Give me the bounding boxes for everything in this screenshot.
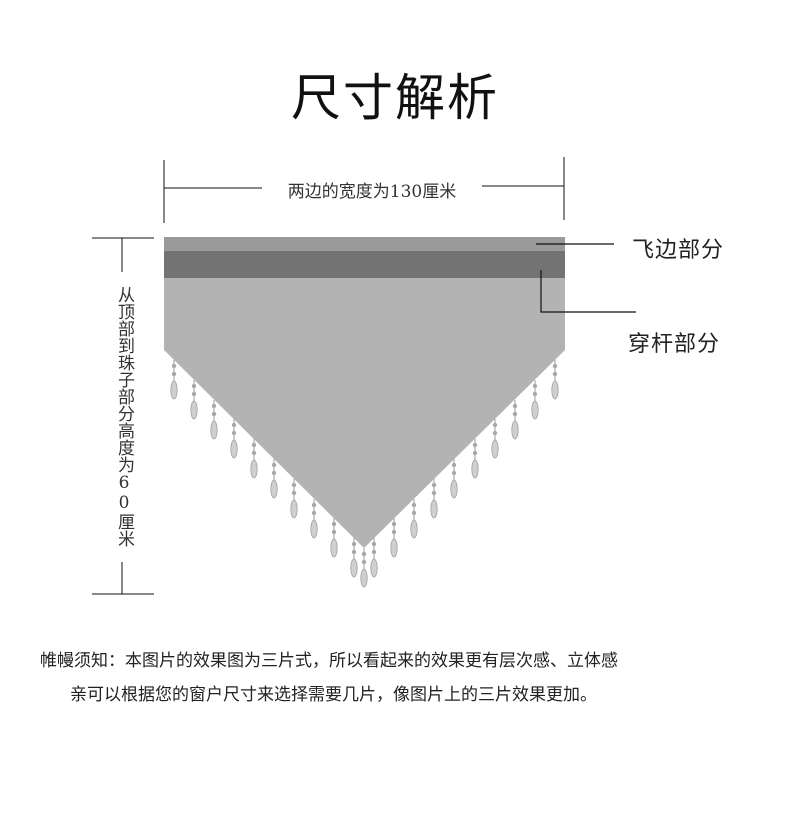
bead-drop bbox=[190, 380, 198, 420]
height-dimension-label: 从顶部到珠子部分高度为60厘米 bbox=[108, 275, 134, 558]
valance-body bbox=[164, 237, 565, 548]
bead-drop bbox=[170, 360, 178, 400]
bead-drop bbox=[230, 419, 238, 459]
bead-drop bbox=[471, 439, 479, 479]
page-title: 尺寸解析 bbox=[291, 69, 499, 127]
bead-drop bbox=[210, 400, 218, 440]
bead-drop bbox=[350, 538, 358, 578]
valance-note: 帷幔须知：本图片的效果图为三片式，所以看起来的效果更有层次感、立体感 亲可以根据… bbox=[40, 644, 760, 712]
bead-drop bbox=[511, 400, 519, 440]
callout-leaders bbox=[536, 243, 636, 313]
note-line-2: 亲可以根据您的窗户尺寸来选择需要几片，像图片上的三片效果更加。 bbox=[70, 685, 597, 705]
bead-drop bbox=[270, 459, 278, 499]
width-dimension-line bbox=[163, 157, 565, 223]
bead-drop bbox=[390, 518, 398, 558]
flounce-callout-label: 飞边部分 bbox=[632, 238, 725, 263]
bead-drop bbox=[290, 479, 298, 519]
bead-drop bbox=[310, 499, 318, 539]
bead-drop bbox=[551, 360, 559, 400]
bead-drop bbox=[330, 518, 338, 558]
bead-drop bbox=[370, 538, 378, 578]
height-dimension-line bbox=[92, 237, 154, 595]
bead-drop bbox=[531, 380, 539, 420]
rod-pocket-band bbox=[164, 251, 565, 278]
bead-drop bbox=[250, 439, 258, 479]
bead-fringe bbox=[170, 360, 559, 588]
width-dimension-label: 两边的宽度为130厘米 bbox=[262, 177, 482, 202]
note-line-1: 帷幔须知：本图片的效果图为三片式，所以看起来的效果更有层次感、立体感 bbox=[40, 651, 618, 671]
bead-drop bbox=[410, 499, 418, 539]
flounce-band bbox=[164, 237, 565, 251]
rod-pocket-callout-label: 穿杆部分 bbox=[628, 332, 721, 357]
bead-drop bbox=[360, 548, 368, 588]
bead-drop bbox=[430, 479, 438, 519]
bead-drop bbox=[450, 459, 458, 499]
bead-drop bbox=[491, 419, 499, 459]
